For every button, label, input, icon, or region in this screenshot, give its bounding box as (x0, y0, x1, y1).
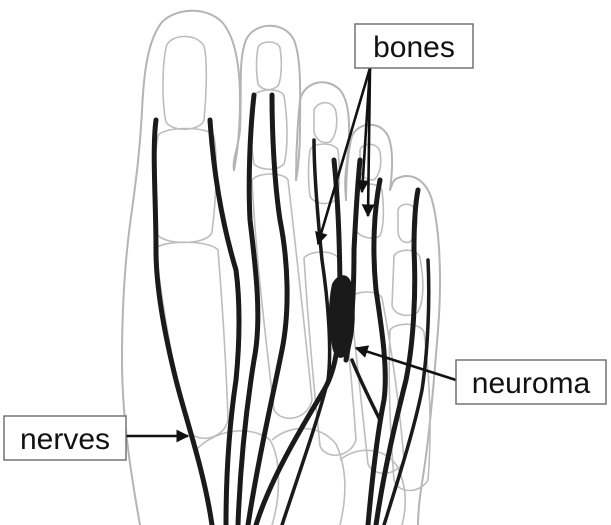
label-nerves: nerves (4, 416, 126, 460)
neuroma-mass (329, 275, 355, 358)
label-bones-text: bones (373, 31, 455, 64)
nerves-lines (154, 95, 429, 525)
label-bones: bones (355, 24, 473, 68)
label-nerves-text: nerves (20, 423, 110, 456)
label-neuroma-text: neuroma (472, 367, 591, 400)
label-neuroma: neuroma (456, 360, 606, 404)
